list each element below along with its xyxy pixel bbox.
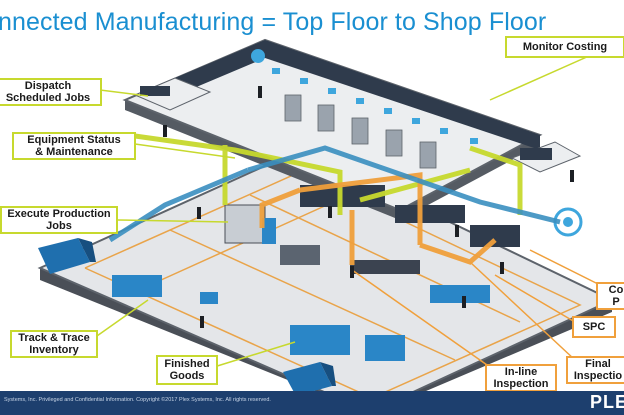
callout-spc: SPC	[572, 316, 616, 338]
callout-equipment-line2: & Maintenance	[35, 146, 113, 158]
callout-equipment-status: Equipment Status & Maintenance	[12, 132, 136, 160]
callout-cut-off: Co P	[596, 282, 624, 310]
callout-track-line1: Track & Trace	[18, 332, 90, 344]
workers	[163, 86, 574, 328]
callout-final-inspection: Final Inspectio	[566, 356, 624, 384]
footer-legal-text: Systems, Inc. Privileged and Confidentia…	[4, 397, 271, 403]
callout-execute-line1: Execute Production	[7, 208, 111, 220]
office-desks	[284, 94, 437, 169]
orange-leaders	[351, 249, 607, 373]
plex-logo: PLE	[590, 392, 624, 412]
callout-execute-line2: Jobs	[46, 220, 72, 232]
callout-finished-goods: Finished Goods	[156, 355, 218, 385]
callout-monitor-costing-label: Monitor Costing	[522, 41, 608, 53]
office-screens	[272, 68, 478, 144]
callout-cut-line2: P	[612, 296, 620, 308]
callout-spc-label: SPC	[582, 321, 606, 333]
callout-track-line2: Inventory	[29, 344, 79, 356]
callout-inline-line1: In-line	[504, 366, 538, 378]
page-title: nnected Manufacturing = Top Floor to Sho…	[0, 8, 547, 36]
monitoring-pod	[510, 141, 582, 173]
callout-track-trace: Track & Trace Inventory	[10, 330, 98, 358]
inbound-truck	[38, 238, 96, 274]
callout-dispatch-line2: Scheduled Jobs	[5, 92, 91, 104]
dispatch-pod	[133, 77, 212, 111]
blue-network-lines	[108, 145, 561, 243]
office-walls	[175, 40, 540, 150]
callout-cut-line1: Co	[608, 284, 624, 296]
shop-machines	[112, 185, 520, 361]
callout-dispatch-line1: Dispatch	[24, 80, 72, 92]
callout-inline-line2: Inspection	[493, 378, 549, 390]
callout-equipment-line1: Equipment Status	[27, 134, 121, 146]
callout-final-line1: Final	[585, 358, 611, 370]
footer-bar: Systems, Inc. Privileged and Confidentia…	[0, 391, 624, 415]
callout-finished-line2: Goods	[169, 370, 205, 382]
callout-inline-inspection: In-line Inspection	[485, 364, 557, 392]
callout-execute-production: Execute Production Jobs	[0, 206, 118, 234]
callout-final-line2: Inspectio	[573, 370, 623, 382]
callout-dispatch-jobs: Dispatch Scheduled Jobs	[0, 78, 102, 106]
outbound-truck	[283, 362, 336, 396]
callout-finished-line1: Finished	[164, 358, 210, 370]
cloud-icon-top	[251, 49, 265, 63]
callout-monitor-costing: Monitor Costing	[505, 36, 624, 58]
